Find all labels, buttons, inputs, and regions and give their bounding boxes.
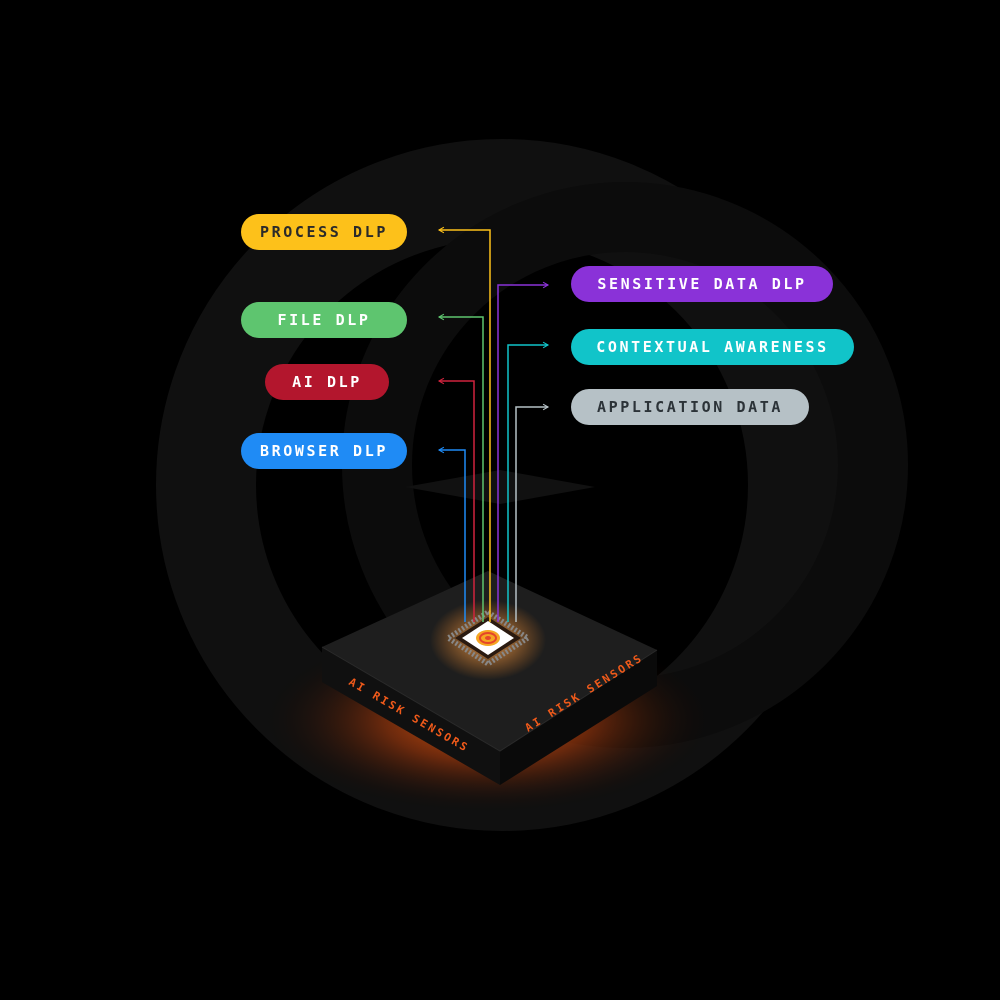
connector-browser xyxy=(437,446,466,622)
chip-icon xyxy=(430,600,546,680)
connector-sensitive xyxy=(497,281,550,622)
contextual-awareness-label: CONTEXTUAL AWARENESS xyxy=(571,329,854,365)
browser-dlp-label: BROWSER DLP xyxy=(241,433,407,469)
process-dlp-label: PROCESS DLP xyxy=(241,214,407,250)
connector-ai xyxy=(437,377,475,622)
sensor-logo-icon xyxy=(476,630,500,646)
ai-dlp-label: AI DLP xyxy=(265,364,389,400)
sensitive-data-dlp-label: SENSITIVE DATA DLP xyxy=(571,266,833,302)
file-dlp-label: FILE DLP xyxy=(241,302,407,338)
connector-application xyxy=(515,403,550,622)
connector-contextual xyxy=(507,341,550,622)
sensor-platform: AI RISK SENSORS AI RISK SENSORS xyxy=(321,571,658,785)
application-data-label: APPLICATION DATA xyxy=(571,389,809,425)
connector-lines xyxy=(437,226,550,622)
connector-process xyxy=(437,226,491,622)
connector-file xyxy=(437,313,484,622)
